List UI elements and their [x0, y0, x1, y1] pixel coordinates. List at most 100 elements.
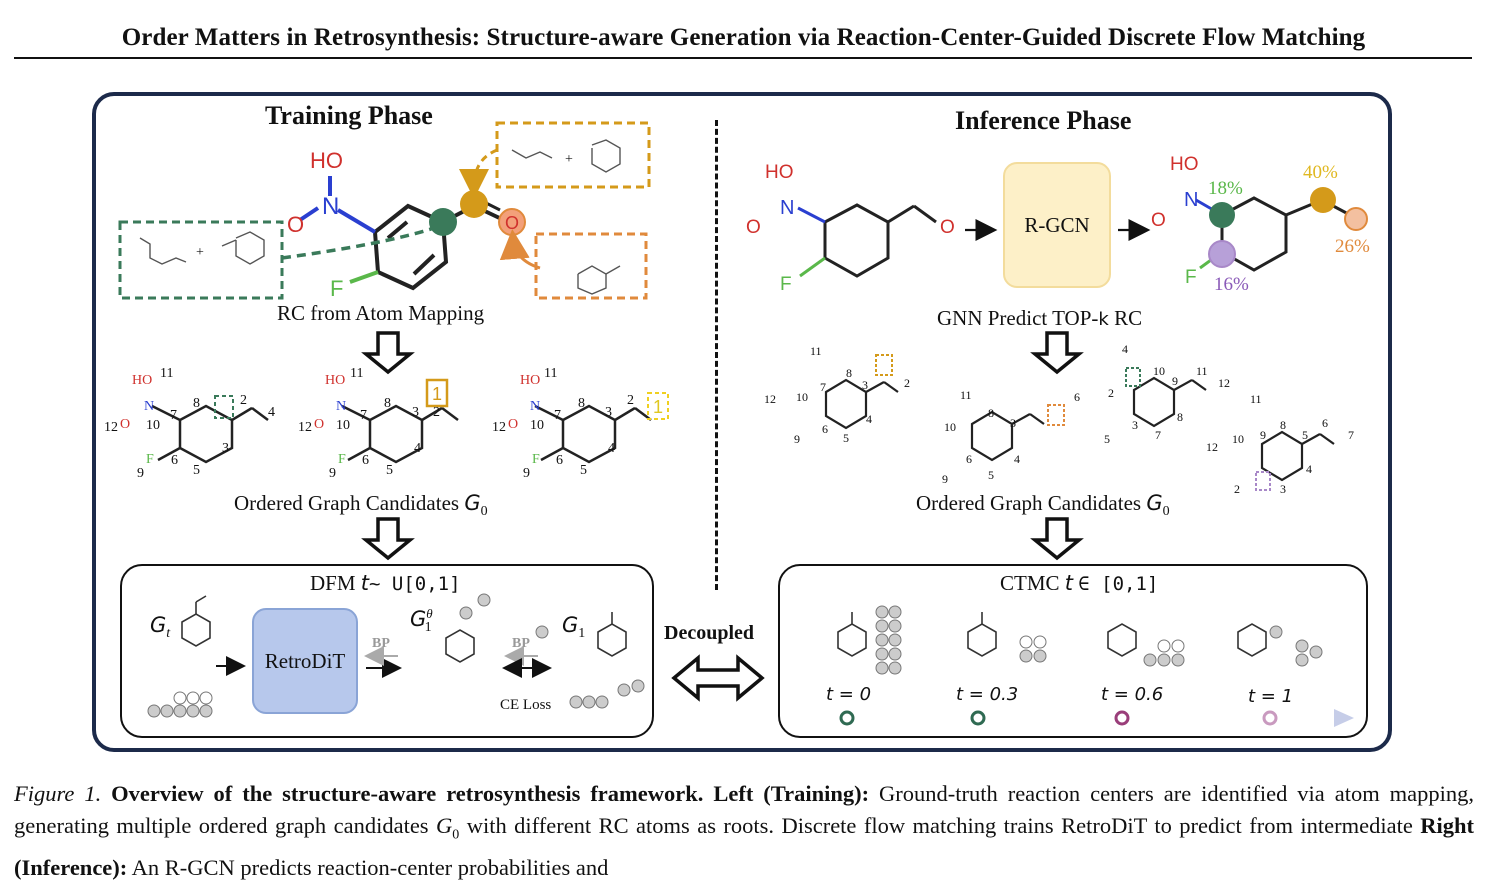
- g1theta-label: Gθ1: [410, 606, 433, 636]
- pct-26: 26%: [1335, 236, 1370, 257]
- orange-link: [499, 229, 541, 270]
- bp-label-1: BP: [372, 636, 390, 651]
- inf-atom-o: O: [746, 217, 761, 238]
- ic3-num-6: 6: [1074, 390, 1080, 404]
- c1-num-6: 6: [171, 453, 178, 468]
- c2-ho: HO: [325, 373, 346, 388]
- dfm-box: [120, 564, 654, 738]
- ic4-num-4: 4: [1306, 462, 1312, 476]
- dfm-molecules: [181, 595, 627, 663]
- svg-text:+: +: [196, 245, 204, 260]
- ce-loss-label: CE Loss: [500, 697, 552, 713]
- c1-ho: HO: [132, 373, 153, 388]
- inf-atom-n: N: [780, 197, 794, 219]
- ic3-num-3: 3: [1132, 418, 1138, 432]
- ic2-num-10: 10: [944, 420, 956, 434]
- c2-num-6: 6: [362, 453, 369, 468]
- c1-num-4: 4: [268, 405, 275, 420]
- inf-rc-box-3: [1125, 367, 1141, 387]
- c3-num-10: 10: [530, 418, 544, 433]
- ic1-num-5: 5: [843, 431, 849, 445]
- c2-num-7: 7: [360, 408, 367, 423]
- c3-o: O: [508, 417, 519, 432]
- training-flow-arrows: [361, 331, 1084, 561]
- timeline-dot-0: [839, 710, 855, 726]
- c3-num-11: 11: [544, 366, 558, 381]
- ic3-num-9: 9: [1172, 374, 1178, 388]
- inf-atom-o2: O: [940, 217, 955, 238]
- c3-f: F: [532, 452, 540, 467]
- retrodit-box: RetroDiT: [252, 608, 358, 714]
- ic2-num-9: 9: [942, 472, 948, 486]
- ctmc-molecules: [837, 612, 1267, 657]
- ctmc-atom-tokens: [875, 605, 1323, 675]
- rc-pred-purple: [1208, 240, 1236, 268]
- pct-18: 18%: [1208, 178, 1243, 199]
- g1-label: G1: [562, 613, 586, 642]
- c2-num-11: 11: [350, 366, 364, 381]
- title-rule: [14, 57, 1472, 59]
- out-atom-ho: HO: [1170, 154, 1199, 175]
- ic3-num-11: 11: [1196, 364, 1208, 378]
- c1-num-10: 10: [146, 418, 160, 433]
- training-candidates-label: Ordered Graph Candidates G0: [234, 491, 488, 520]
- ic1-num-2: 2: [904, 376, 910, 390]
- figure-caption: Figure 1. Overview of the structure-awar…: [14, 781, 1475, 880]
- ic4-num-7: 7: [1348, 428, 1354, 442]
- timeline-arrowhead: [1334, 709, 1354, 727]
- ic4-num-9: 9: [1260, 428, 1266, 442]
- ic4-num-8: 8: [1280, 418, 1286, 432]
- ic1-num-7: 7: [820, 380, 826, 394]
- rc-box-gold: [425, 378, 449, 408]
- time-1: t = 1: [1248, 686, 1294, 707]
- inf-atom-f: F: [780, 274, 792, 295]
- ic1-num-3: 3: [862, 378, 868, 392]
- ic3-num-5: 5: [1104, 432, 1110, 446]
- c3-num-9: 9: [523, 466, 530, 481]
- figure-frame: [92, 92, 1392, 752]
- c3-num-3: 3: [605, 405, 612, 420]
- diagram-canvas: HO N O F O + + 1 1: [118, 121, 1368, 727]
- c1-num-12: 12: [104, 420, 118, 435]
- rc-pred-green: [1209, 202, 1235, 228]
- timeline-dot-03: [970, 710, 986, 726]
- out-atom-o: O: [1151, 210, 1166, 231]
- ic3-num-2: 2: [1108, 386, 1114, 400]
- ic3-num-10: 10: [1153, 364, 1165, 378]
- ctmc-title: CTMC t ∈ [0,1]: [1000, 571, 1159, 595]
- gt-label: Gt: [150, 613, 171, 642]
- atom-n: N: [322, 193, 339, 220]
- inf-rc-box-1: [875, 354, 893, 376]
- gnn-predict-label: GNN Predict TOP-k RC: [937, 306, 1143, 330]
- c2-num-9: 9: [329, 466, 336, 481]
- c1-num-8: 8: [193, 396, 200, 411]
- c1-num-3: 3: [222, 441, 229, 456]
- c1-num-9: 9: [137, 466, 144, 481]
- c2-n: N: [336, 399, 347, 414]
- ic1-num-8: 8: [846, 366, 852, 380]
- rc-atom-green: [429, 208, 457, 236]
- inference-candidate-rings: [824, 376, 1335, 482]
- ic1-num-6: 6: [822, 422, 828, 436]
- ctmc-box: [778, 564, 1368, 738]
- ic2-num-4: 4: [1014, 452, 1020, 466]
- c1-f: F: [146, 452, 154, 467]
- c2-num-12: 12: [298, 420, 312, 435]
- c3-num-2: 2: [627, 393, 634, 408]
- c1-o: O: [120, 417, 131, 432]
- c3-num-7: 7: [554, 408, 561, 423]
- reactant-sketches: [139, 139, 621, 295]
- dfm-atom-tokens: [147, 593, 645, 718]
- c1-num-2: 2: [240, 393, 247, 408]
- c1-num-7: 7: [170, 408, 177, 423]
- ic3-num-12: 12: [1218, 376, 1230, 390]
- pct-40: 40%: [1303, 162, 1338, 183]
- rc-pred-orange: [1344, 207, 1368, 231]
- c1-num-5: 5: [193, 463, 200, 478]
- ic4-num-6: 6: [1322, 416, 1328, 430]
- ic4-num-10: 10: [1232, 432, 1244, 446]
- inf-rc-box-4: [1255, 471, 1271, 491]
- c2-f: F: [338, 452, 346, 467]
- atom-o: O: [287, 212, 304, 237]
- rc-box-green: [214, 395, 234, 419]
